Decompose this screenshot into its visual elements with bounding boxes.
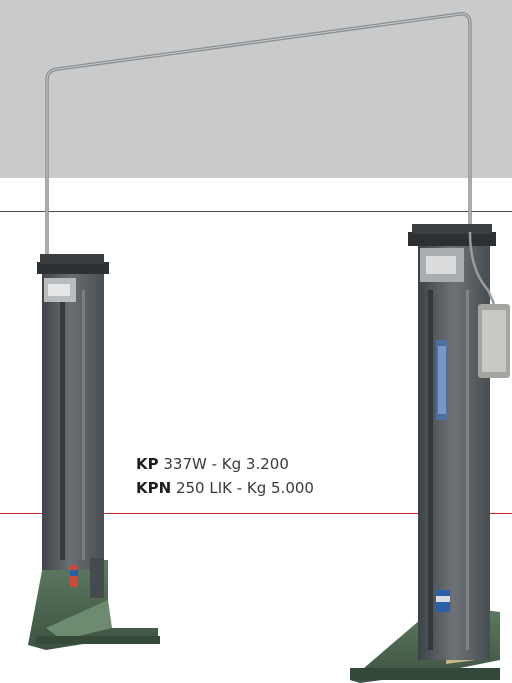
model-name-kpn: KPN: [136, 479, 172, 497]
divider-line-dark: [0, 211, 512, 212]
header-band: [0, 0, 512, 178]
caption-line-kpn: KPN 250 LIK - Kg 5.000: [136, 476, 314, 500]
model-caption: KP 337W - Kg 3.200 KPN 250 LIK - Kg 5.00…: [136, 452, 314, 500]
divider-line-red: [0, 513, 512, 514]
right-post: [350, 224, 510, 683]
overhead-bar: [45, 12, 472, 275]
caption-line-kp: KP 337W - Kg 3.200: [136, 452, 314, 476]
model-spec-kp: 337W - Kg 3.200: [158, 455, 289, 473]
model-spec-kpn: 250 LIK - Kg 5.000: [171, 479, 314, 497]
model-name-kp: KP: [136, 455, 159, 473]
left-post: [28, 254, 160, 650]
